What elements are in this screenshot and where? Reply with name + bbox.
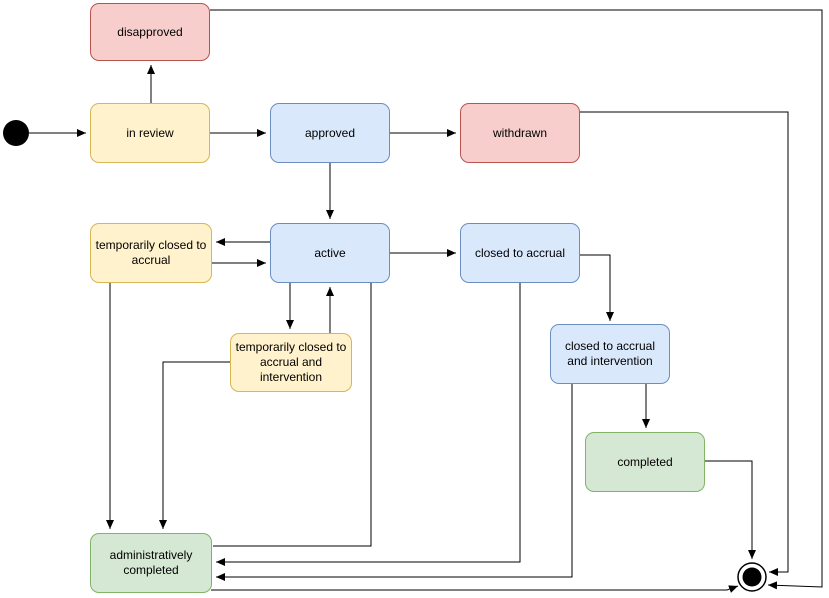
state-completed: completed <box>585 432 705 492</box>
state-withdrawn: withdrawn <box>460 103 580 163</box>
edge-disapproved-to-final <box>210 9 823 590</box>
edge-completed-to-final <box>705 460 756 559</box>
state-temporarily-closed-to-accrual-and-intervention: temporarily closed to accrual and interv… <box>230 333 352 392</box>
state-in-review: in review <box>90 103 210 163</box>
edge-withdrawn-to-final <box>580 111 789 576</box>
state-disapproved: disapproved <box>90 3 210 61</box>
edge-temporarily-closed-to-accrual-and-intervention-to-administratively-completed <box>159 361 230 529</box>
state-active: active <box>270 223 390 283</box>
edge-closed-to-accrual-to-closed-to-accrual-and-intervention <box>580 254 614 321</box>
initial-state-marker <box>3 120 29 146</box>
state-closed-to-accrual-and-intervention: closed to accrual and intervention <box>550 324 670 384</box>
state-approved: approved <box>270 103 390 163</box>
state-temporarily-closed-to-accrual: temporarily closed to accrual <box>90 223 212 283</box>
edge-administratively-completed-to-final <box>211 585 739 593</box>
edge-closed-to-accrual-to-administratively-completed <box>216 283 521 566</box>
state-closed-to-accrual: closed to accrual <box>460 223 580 283</box>
state-administratively-completed: administratively completed <box>90 533 212 593</box>
edge-active-to-administratively-completed <box>213 283 372 547</box>
edge-closed-to-accrual-and-intervention-to-administratively-completed <box>216 384 573 581</box>
final-state-marker <box>737 562 767 592</box>
